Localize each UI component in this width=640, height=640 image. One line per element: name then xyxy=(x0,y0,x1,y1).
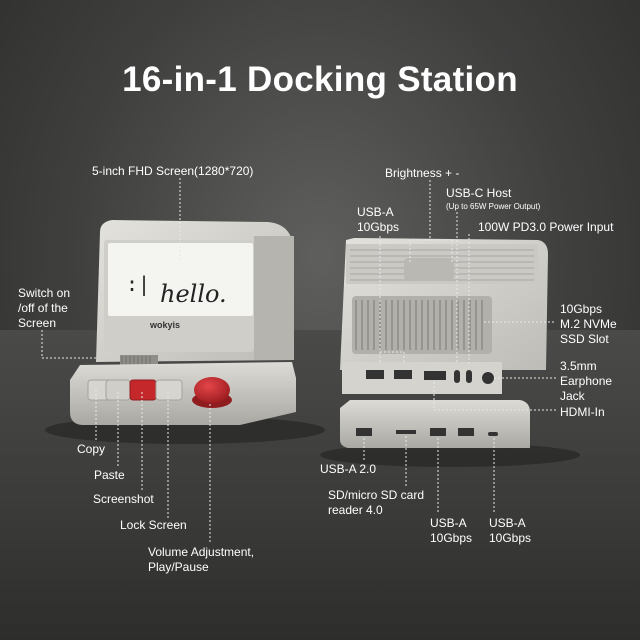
screen-face-icon: :| xyxy=(126,272,151,296)
label-ssd-2: M.2 NVMe xyxy=(560,317,617,331)
label-brightness: Brightness + - xyxy=(385,166,460,180)
label-jack-2: Earphone xyxy=(560,374,613,388)
label-volume-1: Volume Adjustment, xyxy=(148,545,255,559)
label-usbc-host: USB-C Host xyxy=(446,186,512,200)
label-volume-2: Play/Pause xyxy=(148,560,209,574)
label-jack-3: Jack xyxy=(560,389,585,403)
label-copy: Copy xyxy=(77,442,106,456)
label-usba-bottom2-1: USB-A xyxy=(489,516,526,530)
callout-lines xyxy=(41,178,556,542)
label-hdmi-in: HDMI-In xyxy=(560,405,605,419)
screen-greeting: hello. xyxy=(160,280,227,308)
page-title: 16-in-1 Docking Station xyxy=(122,60,518,99)
label-switch-3: Screen xyxy=(18,316,57,330)
label-usba2: USB-A 2.0 xyxy=(320,462,377,476)
label-jack-1: 3.5mm xyxy=(560,359,597,373)
label-switch-1: Switch on xyxy=(18,286,71,300)
label-usbc-host-note: (Up to 65W Power Output) xyxy=(446,202,541,211)
label-lock-screen: Lock Screen xyxy=(120,518,187,532)
rear-monitor xyxy=(340,238,548,394)
label-sd-2: reader 4.0 xyxy=(328,503,383,517)
label-usba-bottom2-2: 10Gbps xyxy=(489,531,532,545)
label-usba-bottom1-2: 10Gbps xyxy=(430,531,473,545)
label-screen: 5-inch FHD Screen(1280*720) xyxy=(92,164,254,178)
label-usba-top-2: 10Gbps xyxy=(357,220,400,234)
label-ssd-3: SSD Slot xyxy=(560,332,609,346)
keyboard-base xyxy=(70,362,296,425)
label-usba-bottom1-1: USB-A xyxy=(430,516,467,530)
rear-base xyxy=(340,400,530,448)
front-monitor xyxy=(96,220,294,365)
label-screenshot: Screenshot xyxy=(93,492,154,506)
label-ssd-1: 10Gbps xyxy=(560,302,603,316)
brand-logo: wokyis xyxy=(150,320,181,330)
label-sd-1: SD/micro SD card xyxy=(328,488,425,502)
label-paste: Paste xyxy=(94,468,125,482)
label-switch-2: /off of the xyxy=(18,301,68,315)
screen-display xyxy=(108,243,253,316)
label-power-input: 100W PD3.0 Power Input xyxy=(478,220,614,234)
label-usba-top-1: USB-A xyxy=(357,205,394,219)
